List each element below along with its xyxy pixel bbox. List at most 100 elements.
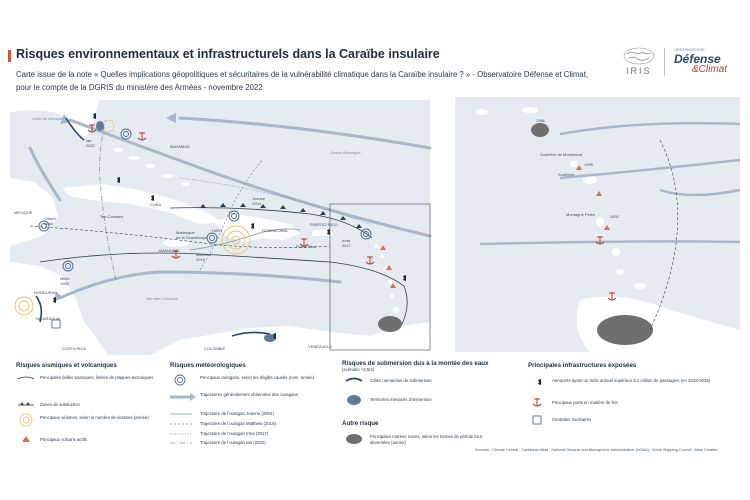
legend-meteo-item-0: Principaux ouragans, selon les dégâts ca…	[200, 375, 315, 380]
label-honduras: HONDURAS	[34, 290, 57, 295]
legend-submersion-item-0: Côtes menacées de submersion	[370, 378, 432, 383]
legend-autre-item-0: Principales marées noires, selon les ton…	[370, 434, 482, 445]
track-jeanne	[189, 228, 301, 251]
label-mexique: MEXIQUE	[14, 210, 33, 215]
legend-fault-symbol	[17, 376, 35, 380]
legend-infra-title: Principales infrastructures exposées	[528, 362, 637, 369]
legend-oil-symbol	[346, 434, 362, 444]
legend-infra-item-0: Aéroports ayant un trafic annuel supérie…	[552, 378, 711, 383]
south-america-land	[150, 322, 430, 355]
legend-nuclear-symbol	[532, 415, 542, 425]
cuba-land	[62, 184, 222, 224]
logos: IRIS OBSERVATOIRE Défense &Climat	[612, 44, 744, 80]
label-cuba: CUBA	[150, 202, 162, 207]
inset-label-montagne-pelee: Montagne Pelée	[566, 212, 596, 217]
inset-label-soufriere: Soufrière	[558, 172, 575, 177]
legend-sismique-item-0: Principales failles sismiques, limites d…	[40, 375, 154, 380]
label-nicaragua: NICARAGUA	[36, 316, 60, 321]
legend-infra-item-2: Centrales nucléaires	[552, 417, 592, 422]
legend-coast-symbol	[345, 377, 363, 382]
port-anchors	[87, 124, 375, 265]
map-title: Risques environnementaux et infrastructu…	[16, 47, 440, 61]
legend-hurricane-symbol	[174, 374, 186, 386]
legend-submersion-subtitle: (scénario +2,5m)	[342, 367, 375, 372]
label-puerto-rico: PUERTO RICO	[310, 222, 338, 227]
legend-territory-symbol	[347, 395, 361, 405]
legend-volcano-symbol	[22, 436, 30, 442]
label-bahamas: BAHAMAS	[170, 144, 190, 149]
subduction-teeth	[200, 203, 362, 228]
label-ponte-rica: Ponte Rica	[296, 244, 316, 249]
legend-infra-item-1: Principaux ports en matière de fret	[552, 400, 618, 405]
legend-autre-title: Autre risque	[342, 420, 379, 427]
volcano-markers	[380, 245, 396, 288]
inset-volcanoes	[576, 165, 610, 230]
sources-note: Sources : Climate Central ; Caribbean At…	[475, 448, 719, 452]
label-ten-colmans: Ten Colmans	[100, 214, 124, 219]
defense-logo: Défense	[674, 52, 721, 66]
label-dominicana: DOMINICANA	[262, 228, 288, 233]
legend-quake-symbol	[19, 413, 33, 427]
legend-meteo-item-1: Trajectoires généralement observées des …	[200, 392, 299, 397]
legend-submersion-item-1: Territoires menacés d'immersion	[370, 397, 432, 402]
mexico-land	[10, 178, 58, 246]
inset-label-1902: 1902	[610, 214, 619, 219]
map-subtitle: Carte issue de la note « Quelles implica…	[16, 70, 589, 92]
label-mer-caraibes: Mer des Caraïbes	[146, 296, 178, 301]
label-jamaique: JAMAÏQUE	[158, 248, 179, 253]
label-colombie: COLOMBIE	[204, 346, 226, 351]
legend-meteo-title: Risques météorologiques	[170, 362, 246, 369]
oil-spill-main	[378, 316, 402, 332]
legend-sismique-title: Risques sismiques et volcaniques	[16, 362, 117, 369]
puerto-rico-land	[312, 230, 332, 236]
inset-label-1986: 1986	[536, 118, 545, 123]
legend-meteo-item-2: Trajectoire de l'ouragan Jeanne (2004)	[200, 411, 274, 416]
label-haiti: HAÏTI	[212, 228, 223, 233]
bahamas-islands	[113, 148, 190, 186]
title-accent-bar	[8, 50, 11, 62]
inset-oil-spill	[531, 123, 549, 137]
inset-label-soufriere-montserrat: Soufrière de Montserrat	[540, 152, 583, 157]
climat-logo: &Climat	[692, 64, 728, 75]
track-irma	[179, 177, 371, 225]
plate-boundary-south	[39, 252, 408, 329]
nuclear-plant-marker	[51, 319, 61, 329]
legend-meteo-item-3: Trajectoire de l'ouragan Matthew (2016)	[200, 421, 276, 426]
track-ian	[99, 119, 117, 281]
inset-port-anchors	[595, 236, 617, 301]
legend-submersion-title: Risques de submersion dus à la montée de…	[342, 360, 489, 367]
label-ocean-atlantique: Océan Atlantique	[330, 150, 361, 155]
label-venezuela: VENEZUELA	[308, 344, 332, 349]
submersion-coasts	[35, 117, 271, 337]
typical-hurricane-tracks	[28, 116, 432, 300]
florida-land	[10, 100, 100, 140]
label-martinique-guadeloupe: Martinique de la Guadeloupe	[176, 230, 208, 240]
subduction-zone-north	[169, 207, 373, 239]
legend-sismique-item-2: Principaux séismes, selon le nombre de v…	[40, 415, 149, 420]
legend-port-symbol	[532, 398, 542, 407]
legend-meteo-item-4: Trajectoire de l'ouragan Irma (2017)	[200, 431, 269, 436]
airport-icons	[48, 113, 406, 339]
inset-extent-frame	[329, 203, 431, 351]
inset-oil-spill-large	[597, 315, 653, 345]
central-america-land	[10, 262, 108, 355]
label-golfe-mexique: Golfe du Mexique	[32, 116, 64, 121]
legend-symbols	[17, 374, 542, 444]
jamaica-land	[163, 239, 189, 247]
observatoire-label: OBSERVATOIRE	[674, 47, 705, 52]
inset-plate-boundary	[649, 139, 679, 331]
inset-label-1995: 1995	[584, 162, 593, 167]
inset-hurricane-tracks	[479, 121, 741, 246]
iris-globe-icon	[623, 47, 655, 65]
iris-logo: IRIS	[626, 66, 652, 76]
track-matthew	[199, 159, 263, 271]
label-costa-rica: COSTA RICA	[62, 346, 86, 351]
logo-divider	[664, 48, 665, 76]
legend-meteo-item-5: Trajectoire de l'ouragan Ian (2022)	[200, 440, 266, 445]
